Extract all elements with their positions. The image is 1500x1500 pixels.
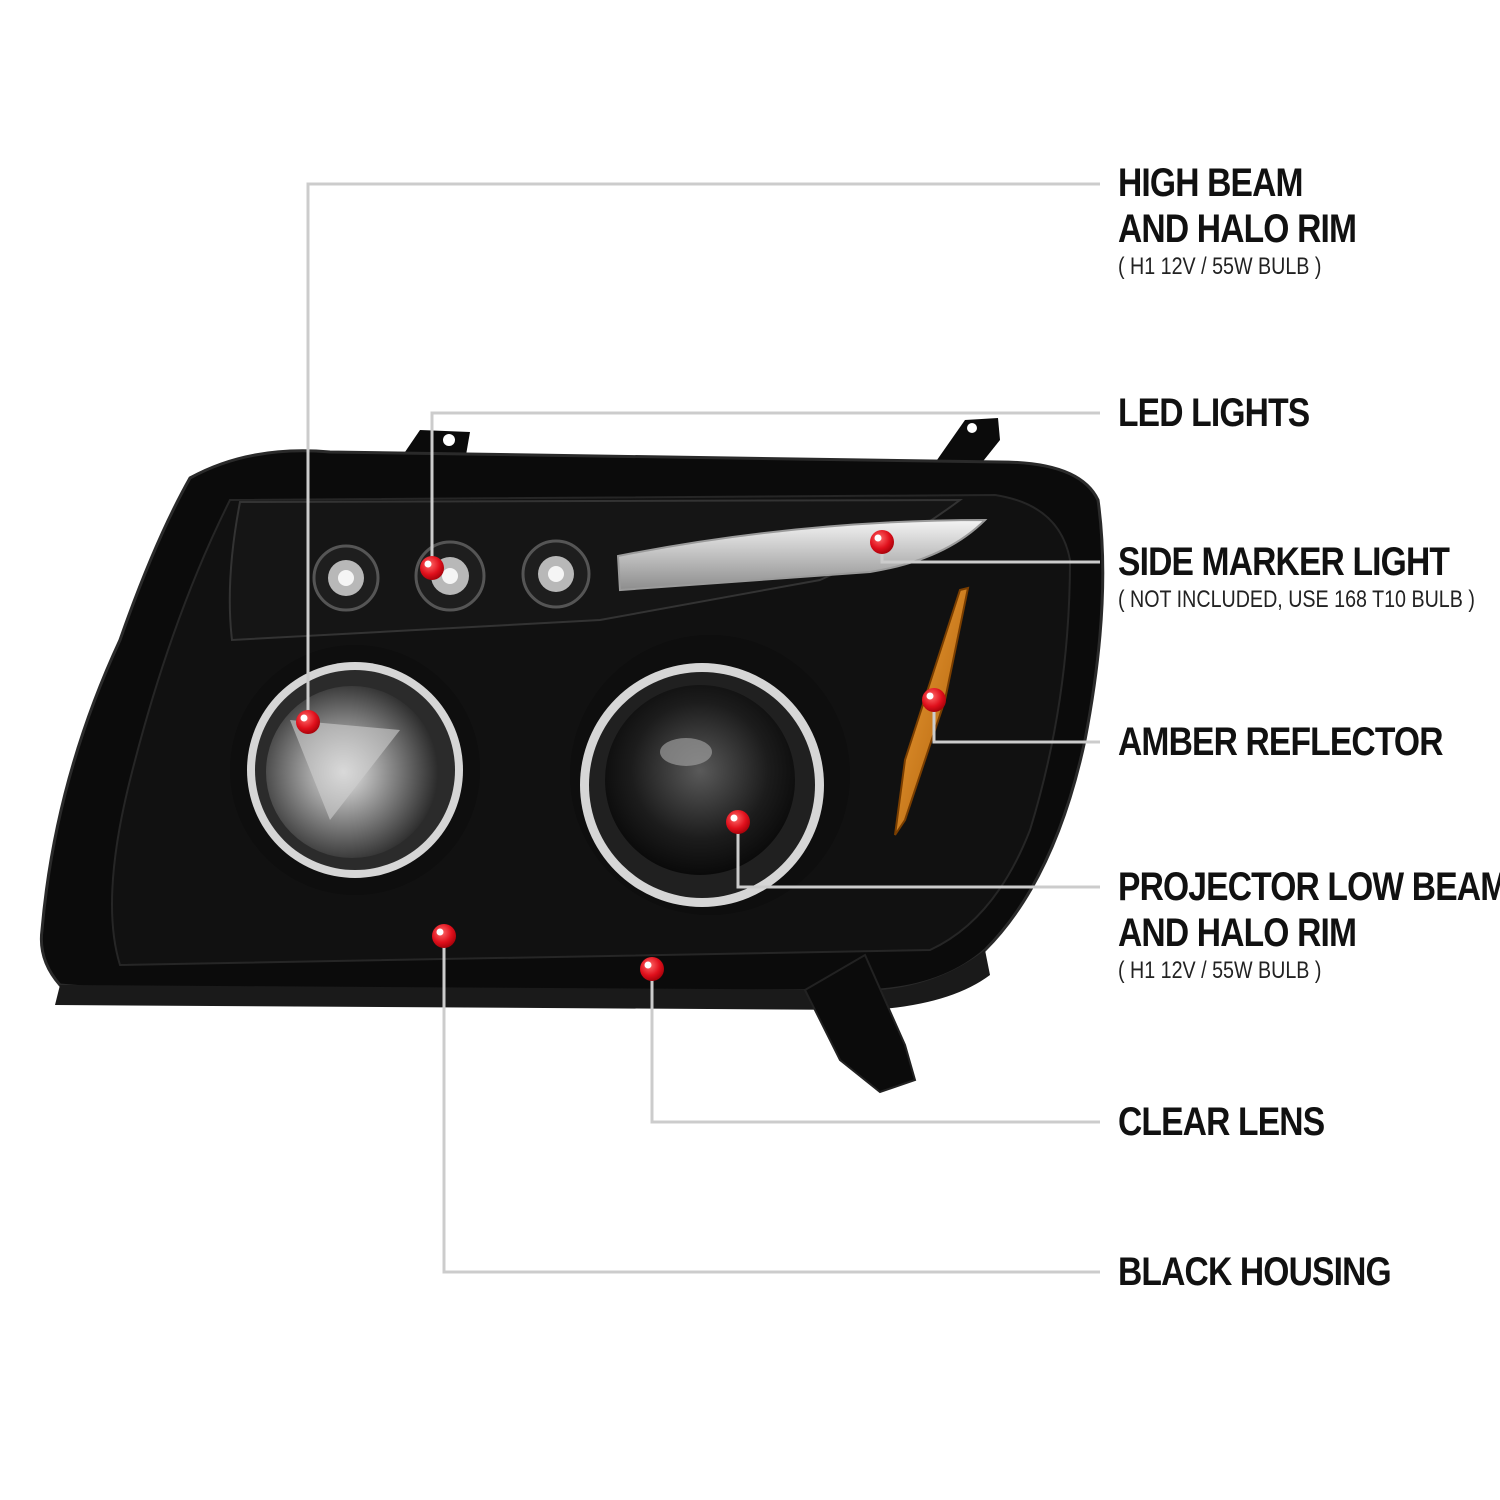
marker-clear-lens: [640, 957, 664, 981]
marker-side-marker: [870, 530, 894, 554]
leader-high-beam: [306, 182, 1100, 722]
callout-title: BLACK HOUSING: [1118, 1250, 1392, 1294]
leader-amber-reflector: [932, 700, 1100, 744]
marker-amber-reflector: [922, 688, 946, 712]
callout-clear-lens: CLEAR LENS: [1118, 1099, 1364, 1145]
callout-title: CLEAR LENS: [1118, 1100, 1325, 1144]
callout-projector-low-beam: PROJECTOR LOW BEAM AND HALO RIM ( H1 12V…: [1118, 864, 1500, 986]
leader-lines: [306, 182, 1100, 1274]
callout-title: SIDE MARKER LIGHT: [1118, 540, 1450, 584]
callout-title: PROJECTOR LOW BEAM: [1118, 865, 1500, 909]
leader-projector-low-beam: [736, 822, 1100, 889]
marker-black-housing: [432, 924, 456, 948]
callout-title: HIGH BEAM: [1118, 161, 1304, 205]
led-pods: [312, 539, 591, 612]
callout-side-marker: SIDE MARKER LIGHT ( NOT INCLUDED, USE 16…: [1118, 539, 1500, 615]
marker-projector-low-beam: [726, 810, 750, 834]
callout-subtitle: ( NOT INCLUDED, USE 168 T10 BULB ): [1118, 586, 1475, 613]
leader-black-housing: [442, 936, 1100, 1274]
callout-amber-reflector: AMBER REFLECTOR: [1118, 719, 1500, 765]
callout-subtitle: ( H1 12V / 55W BULB ): [1118, 957, 1322, 984]
callout-title: AND HALO RIM: [1118, 207, 1357, 251]
projector-low-beam-lens: [570, 635, 850, 915]
high-beam-lens: [230, 645, 480, 895]
marker-high-beam: [296, 710, 320, 734]
callout-led-lights: LED LIGHTS: [1118, 390, 1346, 436]
callout-title: LED LIGHTS: [1118, 391, 1310, 435]
callout-markers: [296, 530, 946, 981]
callout-high-beam: HIGH BEAM AND HALO RIM ( H1 12V / 55W BU…: [1118, 160, 1402, 282]
callout-subtitle: ( H1 12V / 55W BULB ): [1118, 253, 1322, 280]
callout-black-housing: BLACK HOUSING: [1118, 1249, 1443, 1295]
leader-led-lights: [430, 411, 1100, 568]
callout-title: AND HALO RIM: [1118, 911, 1357, 955]
marker-led-lights: [420, 556, 444, 580]
callout-title: AMBER REFLECTOR: [1118, 720, 1443, 764]
leader-clear-lens: [650, 969, 1100, 1124]
